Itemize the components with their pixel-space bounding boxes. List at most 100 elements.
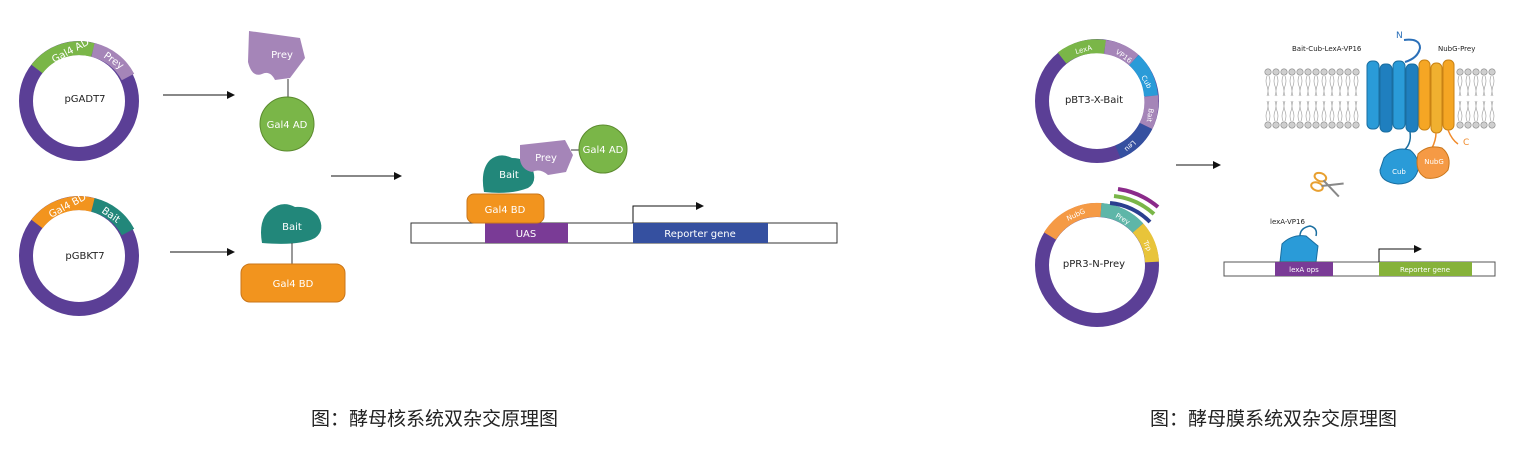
nubg-domain — [1416, 146, 1450, 179]
c-terminus-label: C — [1463, 138, 1469, 148]
lipid-head — [1344, 68, 1352, 76]
plasmid-ppr3-n-prey: NubG Prey Trp pPR3-N-Prey — [1035, 187, 1160, 327]
lipid-head — [1336, 121, 1344, 129]
lipid-tail — [1345, 75, 1351, 122]
lipid-head — [1472, 68, 1480, 76]
lipid-head — [1344, 121, 1352, 129]
lexa-operator — [1275, 262, 1333, 276]
reporter-gene — [1379, 262, 1472, 276]
lipid-tail — [1265, 75, 1271, 122]
lipid-head — [1320, 121, 1328, 129]
bait-fusion-label: Bait-Cub-LexA-VP16 — [1292, 45, 1362, 53]
reporter-label: Reporter gene — [664, 229, 736, 240]
lipid-head — [1352, 121, 1360, 129]
lipid-tail — [1281, 75, 1287, 122]
plasmid-pgbkt7: Gal4 BD Bait pGBKT7 — [19, 192, 139, 316]
prey-transmembrane-helices — [1418, 59, 1455, 134]
prey-fusion-label: NubG-Prey — [1438, 45, 1475, 53]
caption-membrane-system: 图：酵母膜系统双杂交原理图 — [1150, 408, 1398, 430]
lipid-head — [1456, 68, 1464, 76]
prey-label: Prey — [271, 50, 293, 61]
lipid-head — [1352, 68, 1360, 76]
lipid-head — [1304, 68, 1312, 76]
lipid-tail — [1305, 75, 1311, 122]
lipid-head — [1336, 68, 1344, 76]
cell-membrane — [1264, 68, 1496, 129]
reporter-gene — [633, 223, 768, 243]
lipid-head — [1304, 121, 1312, 129]
lipid-head — [1328, 68, 1336, 76]
lipid-tail — [1457, 75, 1463, 122]
lexa-ops-label: lexA ops — [1289, 266, 1319, 274]
lipid-head — [1280, 68, 1288, 76]
lipid-head — [1464, 68, 1472, 76]
lexa-vp16-label: lexA-VP16 — [1270, 218, 1305, 226]
bait-label: Bait — [282, 222, 302, 233]
lipid-head — [1472, 121, 1480, 129]
lipid-head — [1328, 121, 1336, 129]
lipid-head — [1296, 68, 1304, 76]
cub-label: Cub — [1392, 168, 1406, 176]
caption-nuclear-system: 图：酵母核系统双杂交原理图 — [311, 408, 559, 430]
lipid-head — [1480, 121, 1488, 129]
lipid-head — [1320, 68, 1328, 76]
lipid-head — [1456, 121, 1464, 129]
gal4-ad-domain — [259, 96, 315, 152]
complex-bd-label: Gal4 BD — [485, 205, 526, 216]
lipid-head — [1464, 121, 1472, 129]
uas-label: UAS — [516, 229, 537, 240]
lipid-tail — [1353, 75, 1359, 122]
lipid-head — [1264, 68, 1272, 76]
bait-n-terminus — [1403, 38, 1422, 63]
lipid-tail — [1489, 75, 1495, 122]
lipid-tail — [1289, 75, 1295, 122]
lipid-head — [1288, 68, 1296, 76]
complex-gal4-ad — [578, 124, 628, 174]
lipid-tail — [1337, 75, 1343, 122]
dna-strand — [410, 222, 838, 244]
lipid-head — [1264, 121, 1272, 129]
plasmid-segment-label: Bait — [1145, 108, 1155, 123]
uas-element — [485, 223, 568, 243]
plasmid-name: pBT3-X-Bait — [1065, 95, 1123, 106]
lipid-head — [1296, 121, 1304, 129]
plasmid-name: pGBKT7 — [65, 251, 104, 262]
plasmid-pgadt7: Gal4 AD Prey pGADT7 — [19, 37, 139, 161]
lipid-tail — [1297, 75, 1303, 122]
gal4-bd-domain — [240, 263, 346, 303]
cub-domain — [1379, 148, 1419, 185]
plasmid-name: pGADT7 — [64, 94, 105, 105]
lipid-head — [1272, 68, 1280, 76]
plasmid-pbt3-x-bait: LexA VP16 Cub Bait Leu pBT3-X-Bait — [1035, 39, 1159, 163]
prey-ad-fusion: Prey Gal4 AD — [248, 31, 315, 152]
complex-bait-label: Bait — [499, 170, 519, 181]
reporter-label: Reporter gene — [1400, 266, 1450, 274]
lipid-tail — [1273, 75, 1279, 122]
complex-bait — [482, 155, 535, 193]
lipid-head — [1488, 68, 1496, 76]
prey-protein — [248, 31, 305, 80]
lipid-tail — [1465, 75, 1471, 122]
reporter-dna: lexA ops Reporter gene — [1223, 245, 1496, 277]
lipid-tail — [1473, 75, 1479, 122]
promoter-arrow — [1378, 245, 1422, 262]
lipid-head — [1488, 121, 1496, 129]
lipid-tail — [1329, 75, 1335, 122]
bait-transmembrane-helices — [1366, 60, 1419, 133]
lipid-head — [1480, 68, 1488, 76]
promoter-arrow — [632, 202, 704, 223]
lipid-head — [1280, 121, 1288, 129]
complex-ad-label: Gal4 AD — [583, 145, 624, 156]
lipid-tail — [1313, 75, 1319, 122]
bait-protein — [261, 204, 322, 244]
lipid-head — [1312, 121, 1320, 129]
plasmid-name: pPR3-N-Prey — [1063, 259, 1125, 270]
activation-complex: UAS Reporter gene Gal4 BD Bait Prey Gal4… — [410, 124, 838, 244]
lipid-head — [1272, 121, 1280, 129]
lexa-vp16-protein — [1279, 235, 1319, 263]
complex-gal4-bd — [466, 193, 545, 224]
scissors-icon — [1310, 171, 1344, 198]
lipid-tail — [1321, 75, 1327, 122]
lipid-tail — [1481, 75, 1487, 122]
